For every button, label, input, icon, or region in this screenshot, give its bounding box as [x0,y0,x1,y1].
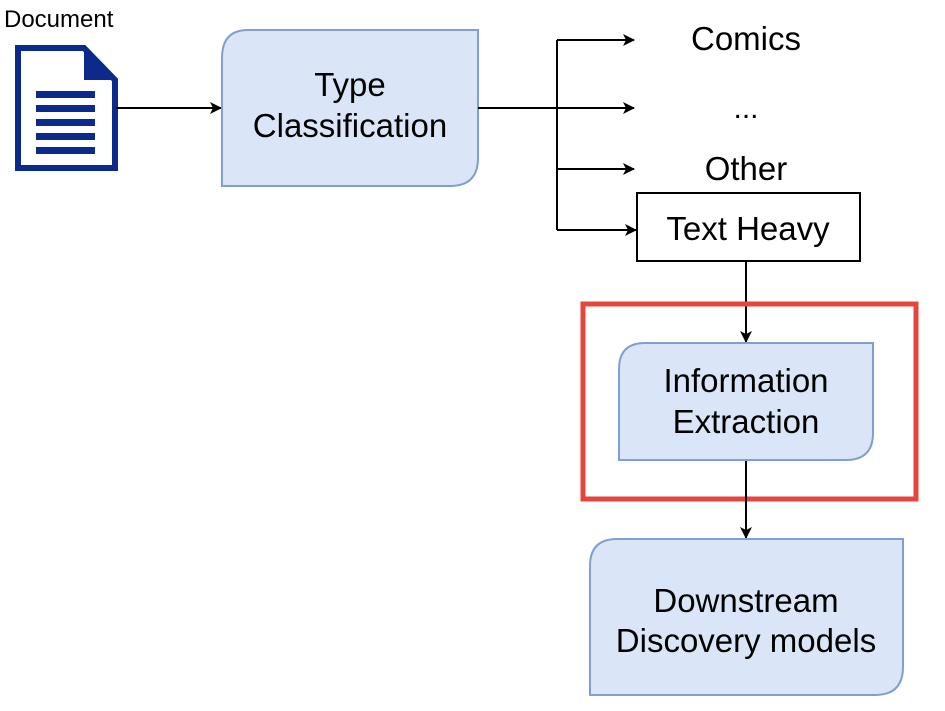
output-ellipsis: ... [733,92,758,125]
type-classification-box [221,29,479,187]
information-extraction-line2: Extraction [673,403,820,440]
document-icon [15,45,118,171]
output-other: Other [705,150,788,187]
text-heavy-box [636,192,861,262]
output-text-heavy: Text Heavy [666,210,830,247]
document-label: Document [4,6,114,33]
information-extraction-box [618,342,874,461]
output-comics: Comics [691,20,801,57]
information-extraction-line1: Information [663,362,828,399]
type-classification-line1: Type [314,66,386,103]
highlight-frame [580,301,919,502]
downstream-line1: Downstream [653,582,838,619]
branch-connectors [478,34,637,236]
downstream-line2: Discovery models [616,622,876,659]
type-classification-line2: Classification [253,107,447,144]
downstream-box [589,538,904,696]
